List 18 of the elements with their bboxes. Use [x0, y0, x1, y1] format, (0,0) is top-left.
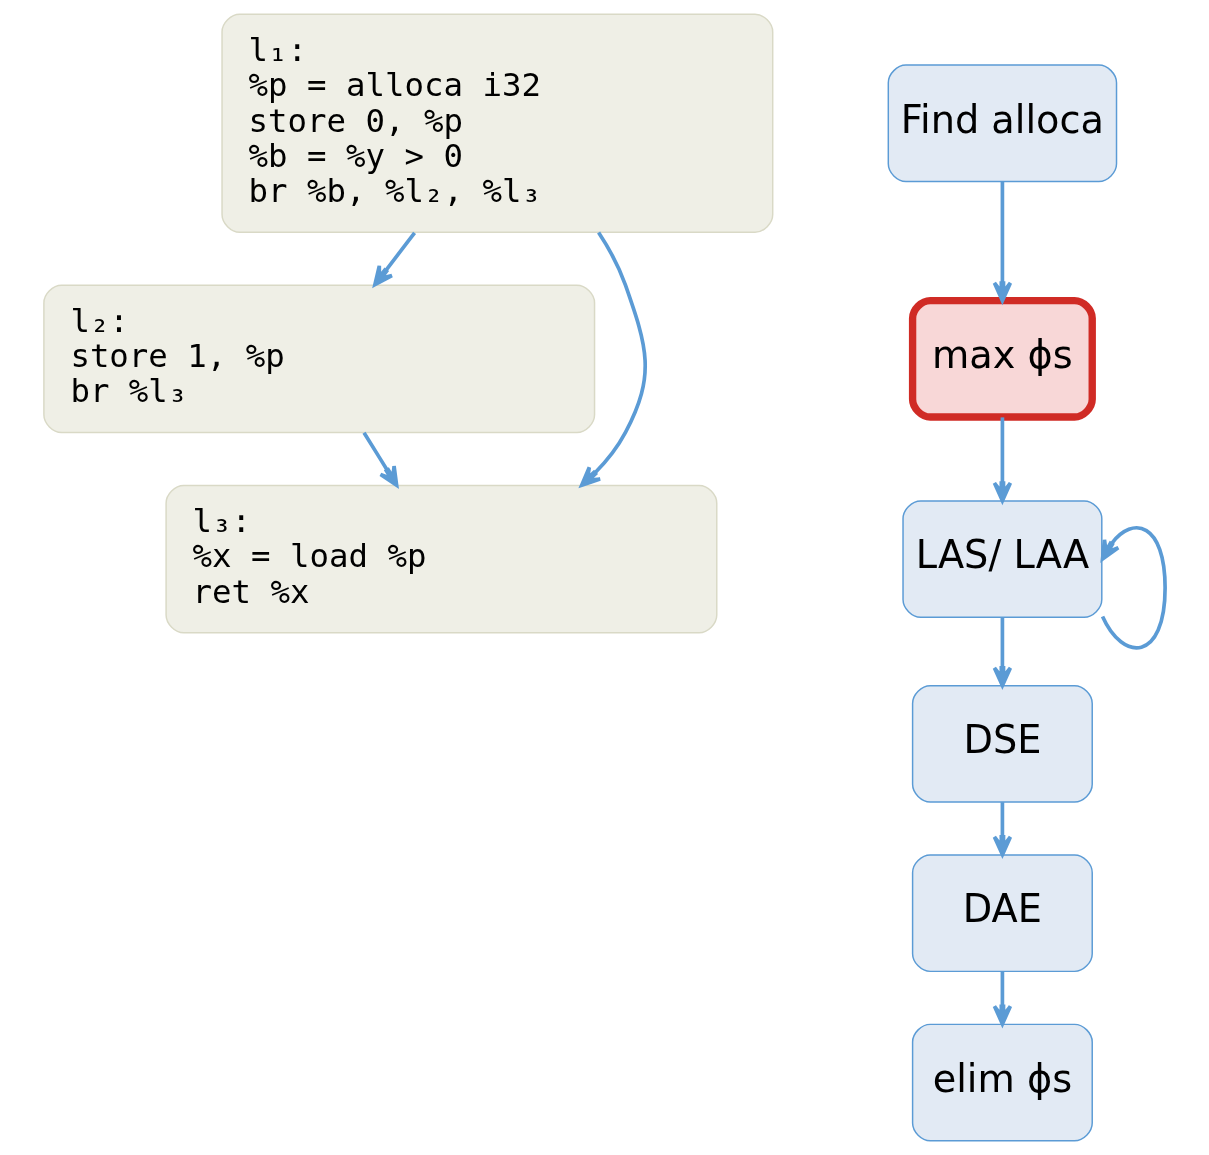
- arrow: [362, 431, 399, 488]
- arrow: [992, 417, 1013, 503]
- node-box: l₁: %p = alloca i32 store 0, %p %b = %y > 0 br %b, %l₂, %l₃: [221, 13, 774, 233]
- arrow: [992, 971, 1013, 1026]
- node-box: l₂: store 1, %p br %l₃: [43, 284, 596, 434]
- node-box: Find alloca: [887, 64, 1118, 183]
- arrow: [1100, 526, 1167, 650]
- node-box: DSE: [911, 685, 1093, 803]
- node-box: LAS/ LAA: [902, 500, 1103, 618]
- node-box: elim ϕs: [911, 1023, 1093, 1142]
- node-box: l₃: %x = load %p ret %x: [165, 484, 718, 634]
- arrow: [373, 231, 417, 287]
- arrow: [992, 802, 1013, 857]
- node-box: max ϕs: [908, 297, 1096, 421]
- node-box: DAE: [911, 854, 1093, 973]
- arrow: [992, 617, 1013, 688]
- arrow: [579, 231, 647, 487]
- arrow: [992, 181, 1013, 303]
